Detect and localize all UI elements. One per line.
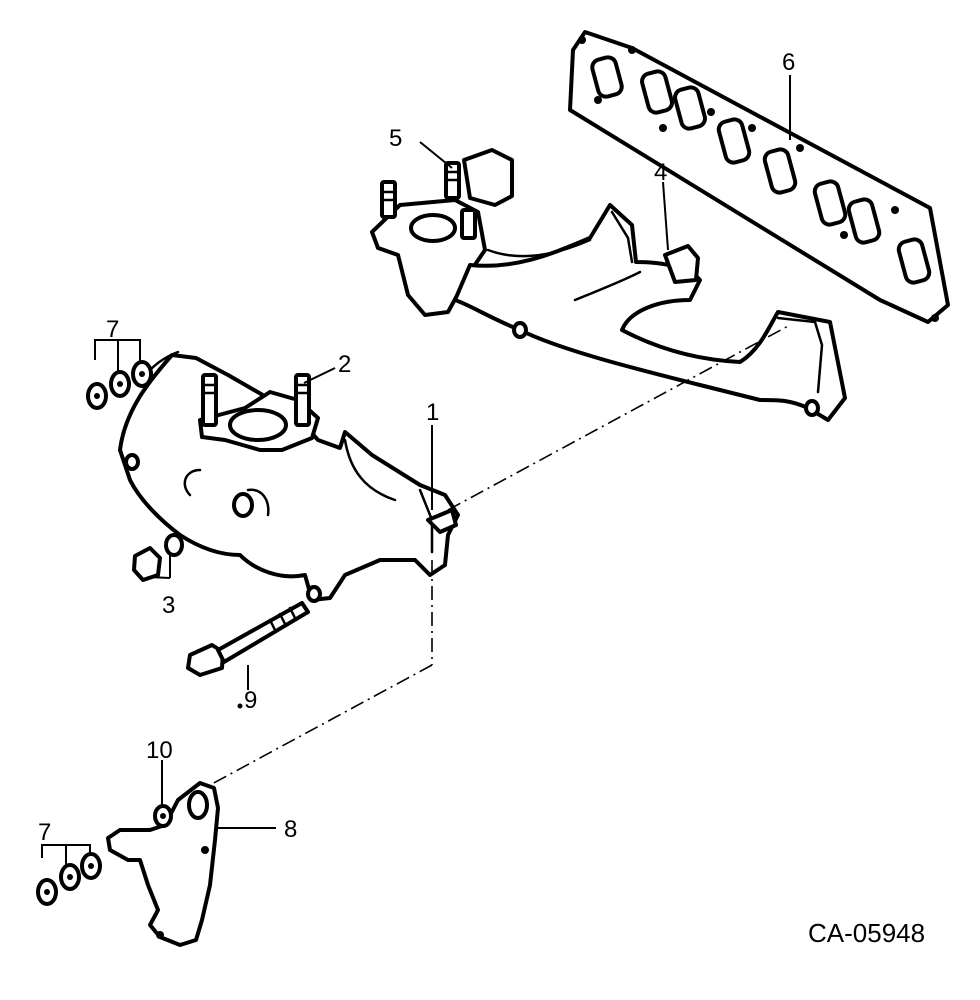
bracket-nut [153, 804, 173, 828]
bracket [106, 781, 220, 947]
nuts-lower [36, 852, 102, 906]
long-bolt [186, 585, 322, 677]
callout-1: 1 [426, 399, 439, 426]
heat-shield-clamp [462, 148, 700, 284]
callout-8: 8 [284, 816, 297, 843]
manifold-gasket [568, 30, 950, 324]
flange-studs [380, 161, 477, 240]
callout-10: 10 [146, 737, 173, 764]
leader-lines [41, 75, 791, 866]
plug-and-washer [132, 533, 184, 582]
callout-7-lower: 7 [38, 819, 51, 846]
callout-2: 2 [338, 351, 351, 378]
alignment-lines [209, 324, 791, 786]
drawing-code: CA-05948 [808, 918, 925, 948]
exhaust-manifold [370, 198, 847, 422]
callout-6: 6 [782, 49, 795, 76]
callout-7-upper: 7 [106, 316, 119, 343]
callout-9: 9 [244, 687, 257, 714]
callout-3: 3 [162, 592, 175, 619]
nuts-upper [86, 360, 153, 410]
intake-studs [201, 373, 311, 427]
callout-5: 5 [389, 125, 402, 152]
callouts: 1 2 3 4 5 6 7 7 8 9 10 [38, 49, 795, 846]
callout-4: 4 [654, 159, 667, 186]
